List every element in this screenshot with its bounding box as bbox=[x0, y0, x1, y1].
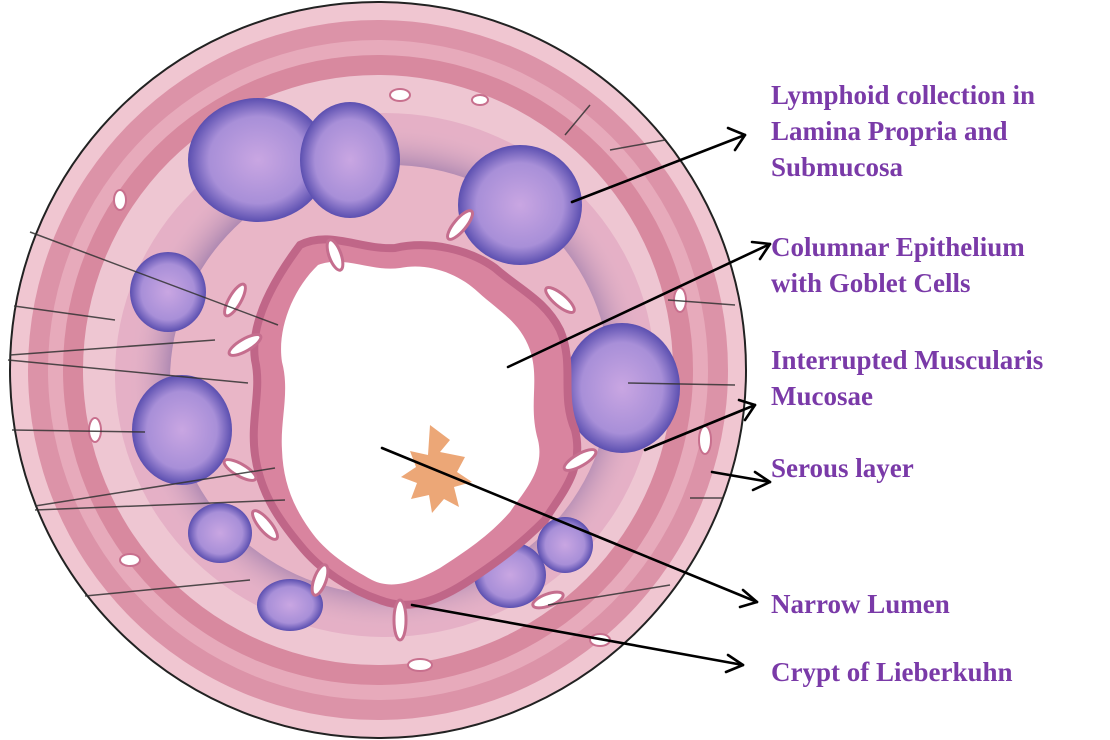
lymphoid-follicle bbox=[132, 375, 232, 485]
label-lymphoid-collection: Lymphoid collection in Lamina Propria an… bbox=[771, 77, 1035, 185]
lymphoid-follicle bbox=[300, 102, 400, 218]
lymphoid-follicle bbox=[537, 517, 593, 573]
label-narrow-lumen: Narrow Lumen bbox=[771, 586, 950, 622]
lymphoid-follicle bbox=[188, 503, 252, 563]
label-crypt-of-lieberkuhn: Crypt of Lieberkuhn bbox=[771, 654, 1013, 690]
lymphoid-follicle bbox=[130, 252, 206, 332]
lymphoid-follicle bbox=[564, 323, 680, 453]
label-muscularis-mucosae: Interrupted Muscularis Mucosae bbox=[771, 342, 1043, 414]
label-columnar-epithelium: Columnar Epithelium with Goblet Cells bbox=[771, 229, 1025, 301]
label-serous-layer: Serous layer bbox=[771, 450, 914, 486]
tissue-layers bbox=[10, 2, 746, 738]
lymphoid-follicle bbox=[458, 145, 582, 265]
